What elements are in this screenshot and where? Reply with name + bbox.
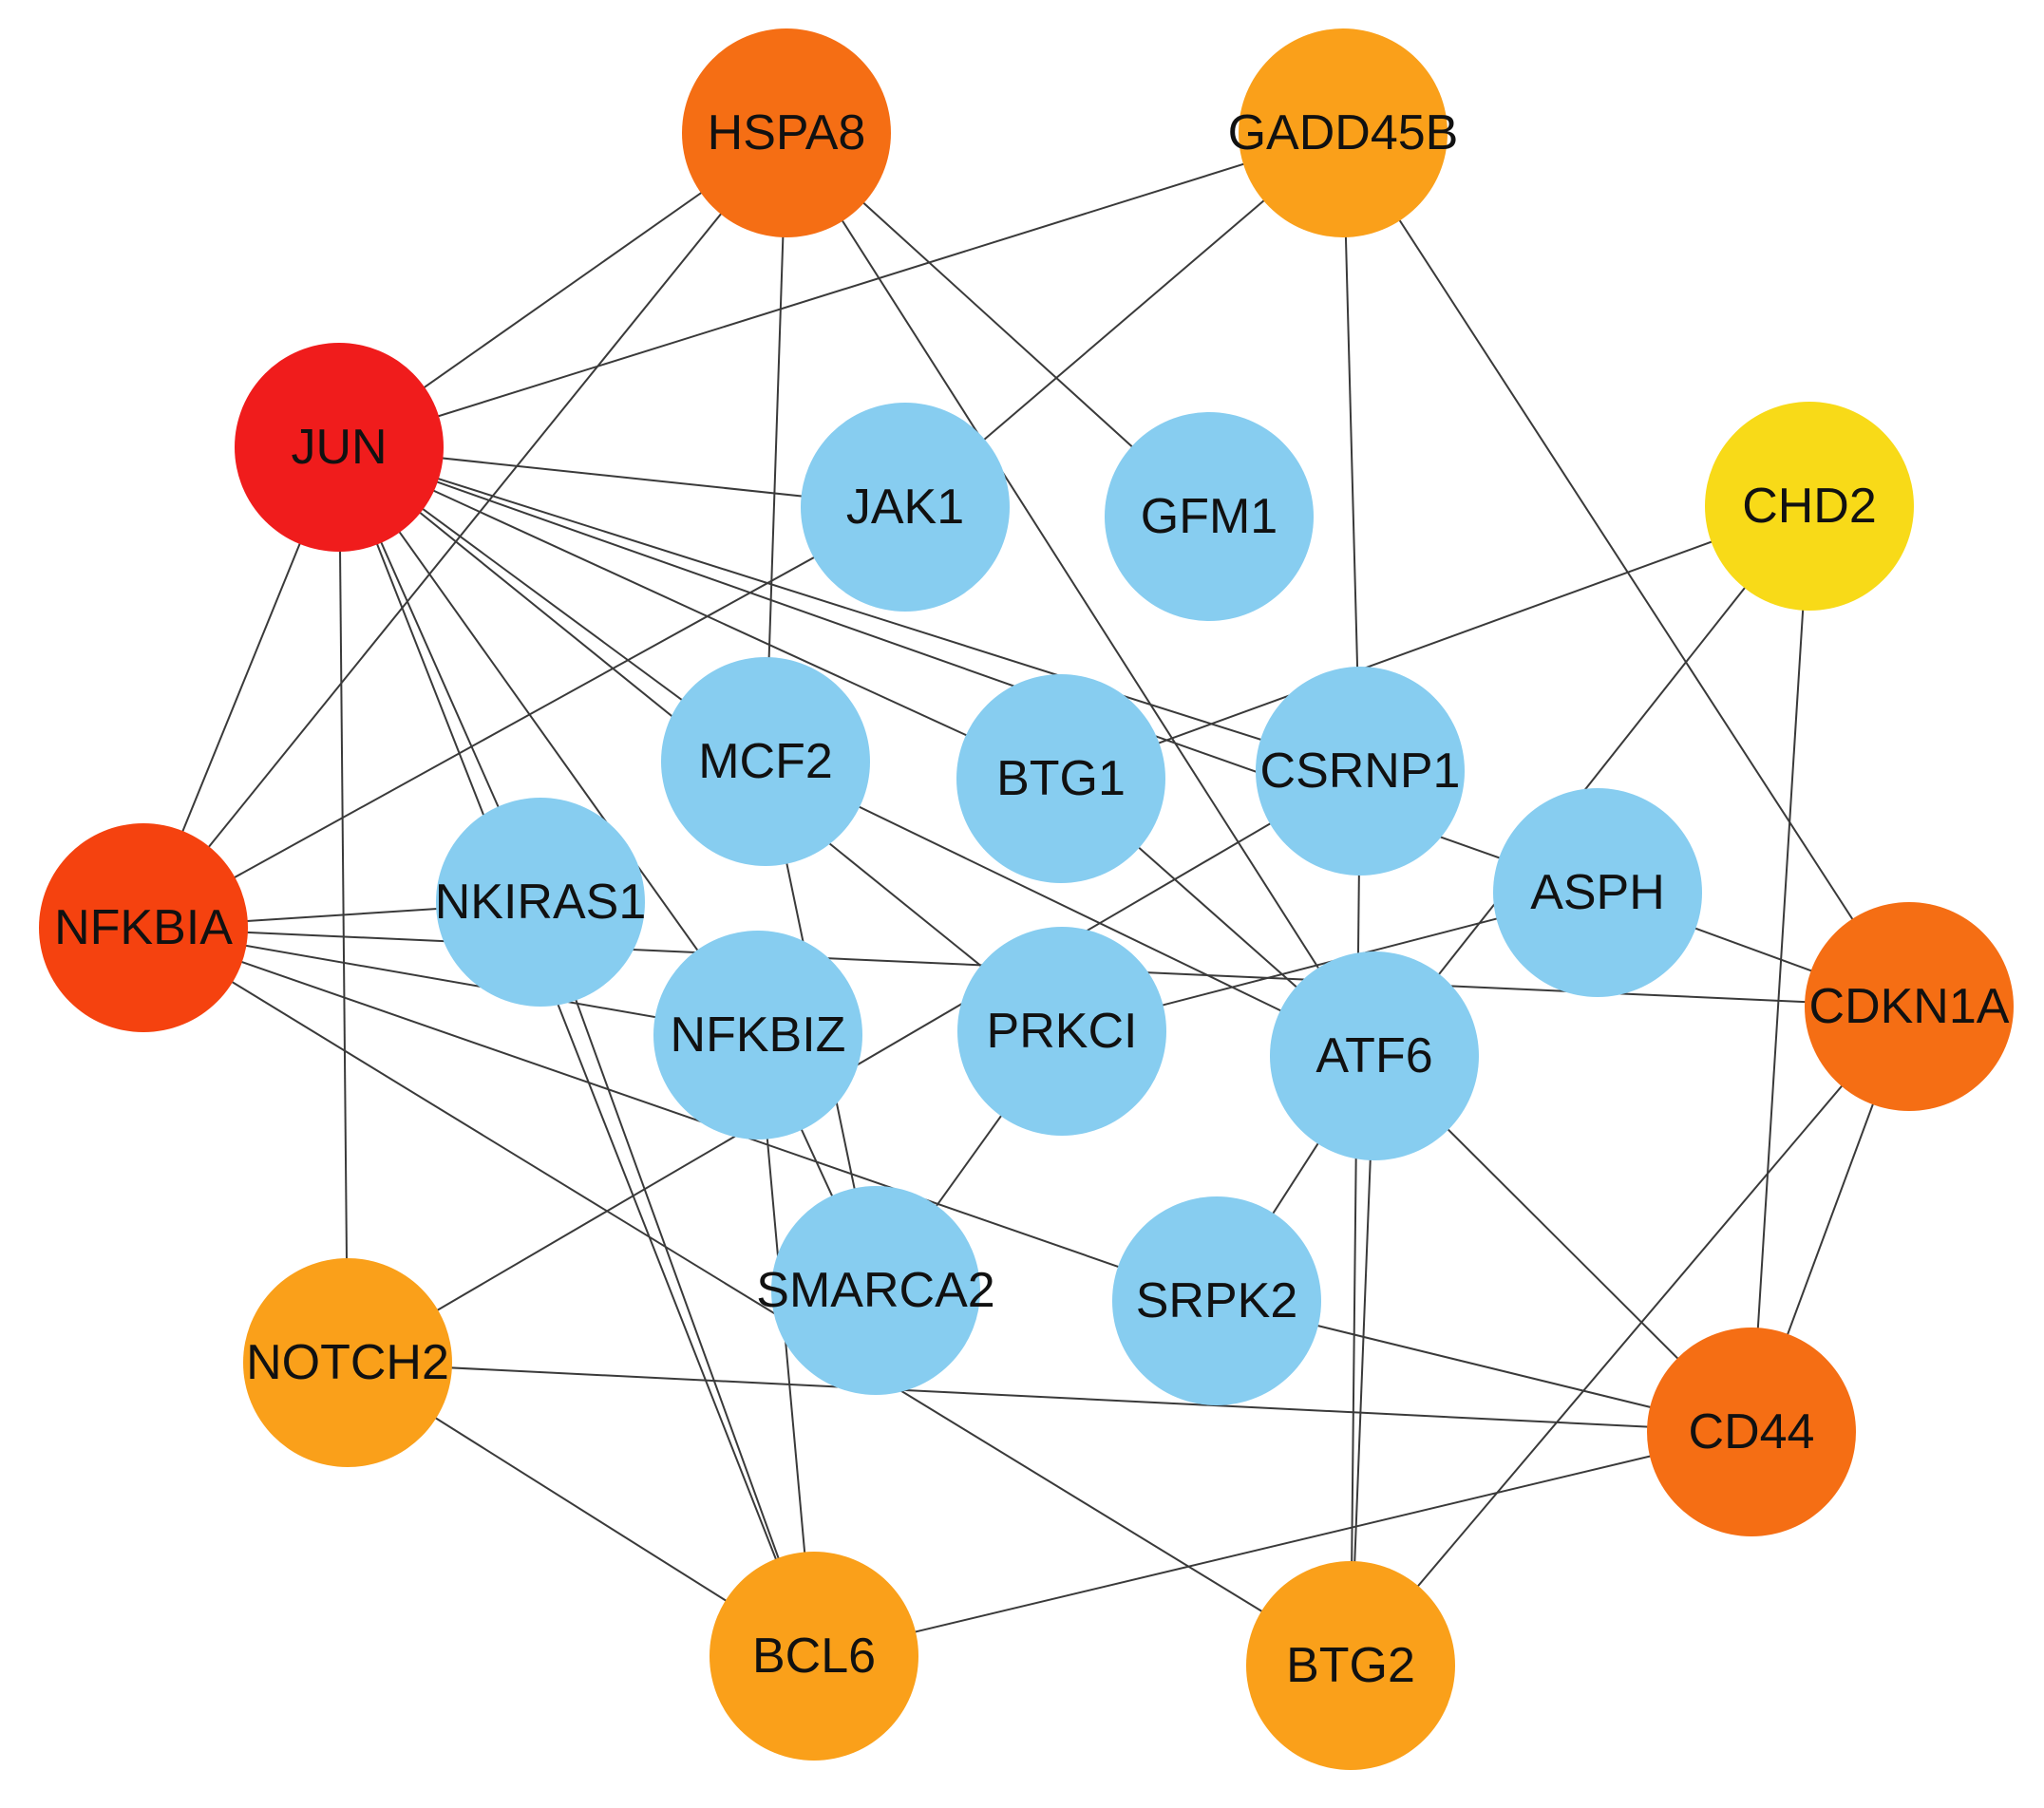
node-chd2: CHD2 xyxy=(1705,402,1914,611)
edge-jun-bcl6 xyxy=(338,446,815,1657)
edge-mcf2-atf6 xyxy=(765,761,1375,1057)
node-label-nkiras1: NKIRAS1 xyxy=(435,875,647,930)
node-label-nfkbiz: NFKBIZ xyxy=(671,1008,846,1063)
edge-hspa8-nfkbia xyxy=(142,132,787,929)
node-btg2: BTG2 xyxy=(1246,1561,1455,1770)
edge-gadd45b-cdkn1a xyxy=(1342,132,1910,1008)
node-circle-cd44 xyxy=(1647,1328,1856,1536)
node-cd44: CD44 xyxy=(1647,1328,1856,1536)
node-circle-srpk2 xyxy=(1112,1196,1321,1405)
node-circle-prkci xyxy=(957,927,1166,1136)
edge-jun-btg1 xyxy=(338,446,1062,780)
node-label-cd44: CD44 xyxy=(1689,1404,1815,1460)
node-circle-btg1 xyxy=(956,674,1165,883)
edge-jun-gadd45b xyxy=(338,132,1344,448)
edge-cdkn1a-btg2 xyxy=(1350,1006,1910,1667)
edge-jun-notch2 xyxy=(338,446,349,1364)
edge-nfkbia-jak1 xyxy=(142,506,906,929)
edge-jun-csrnp1 xyxy=(338,446,1361,772)
node-csrnp1: CSRNP1 xyxy=(1256,667,1465,876)
node-circle-btg2 xyxy=(1246,1561,1455,1770)
node-srpk2: SRPK2 xyxy=(1112,1196,1321,1405)
node-prkci: PRKCI xyxy=(957,927,1166,1136)
node-circle-mcf2 xyxy=(661,657,870,866)
node-label-nfkbia: NFKBIA xyxy=(54,900,233,955)
node-circle-nfkbiz xyxy=(653,931,862,1139)
node-label-chd2: CHD2 xyxy=(1742,479,1877,534)
node-label-csrnp1: CSRNP1 xyxy=(1260,744,1461,799)
node-circle-bcl6 xyxy=(710,1552,918,1761)
node-nfkbia: NFKBIA xyxy=(39,823,248,1032)
node-circle-nkiras1 xyxy=(436,798,645,1007)
edge-hspa8-atf6 xyxy=(785,132,1375,1057)
node-asph: ASPH xyxy=(1493,788,1702,997)
node-cdkn1a: CDKN1A xyxy=(1805,902,2014,1111)
node-label-btg1: BTG1 xyxy=(996,751,1126,806)
node-label-gfm1: GFM1 xyxy=(1141,489,1278,544)
node-mcf2: MCF2 xyxy=(661,657,870,866)
node-label-srpk2: SRPK2 xyxy=(1136,1273,1298,1328)
node-circle-smarca2 xyxy=(771,1186,980,1395)
node-nfkbiz: NFKBIZ xyxy=(653,931,862,1139)
node-label-asph: ASPH xyxy=(1530,865,1665,920)
node-nkiras1: NKIRAS1 xyxy=(435,798,647,1007)
node-label-notch2: NOTCH2 xyxy=(246,1335,449,1390)
node-label-jak1: JAK1 xyxy=(846,480,964,535)
edge-nfkbia-srpk2 xyxy=(142,927,1218,1302)
node-circle-asph xyxy=(1493,788,1702,997)
edge-hspa8-mcf2 xyxy=(765,132,787,763)
node-smarca2: SMARCA2 xyxy=(756,1186,995,1395)
node-label-jun: JUN xyxy=(291,420,387,475)
node-jak1: JAK1 xyxy=(801,403,1010,612)
node-gfm1: GFM1 xyxy=(1105,412,1314,621)
node-label-btg2: BTG2 xyxy=(1286,1638,1415,1693)
node-jun: JUN xyxy=(235,343,444,552)
node-label-prkci: PRKCI xyxy=(987,1004,1138,1059)
node-notch2: NOTCH2 xyxy=(243,1258,452,1467)
edge-nfkbia-btg2 xyxy=(142,927,1352,1667)
edge-chd2-btg1 xyxy=(1060,505,1810,780)
edge-btg2-csrnp1 xyxy=(1350,770,1361,1667)
node-circle-nfkbia xyxy=(39,823,248,1032)
node-label-bcl6: BCL6 xyxy=(752,1629,876,1684)
node-circle-jak1 xyxy=(801,403,1010,612)
edge-chd2-atf6 xyxy=(1373,505,1810,1057)
node-circle-gadd45b xyxy=(1239,28,1448,237)
node-label-hspa8: HSPA8 xyxy=(708,105,866,160)
node-label-smarca2: SMARCA2 xyxy=(756,1263,994,1318)
node-gadd45b: GADD45B xyxy=(1228,28,1459,237)
node-circle-cdkn1a xyxy=(1805,902,2014,1111)
node-circle-atf6 xyxy=(1270,951,1479,1160)
edge-bcl6-nkiras1 xyxy=(539,901,815,1657)
node-label-cdkn1a: CDKN1A xyxy=(1809,979,2010,1034)
node-circle-notch2 xyxy=(243,1258,452,1467)
node-hspa8: HSPA8 xyxy=(682,28,891,237)
node-atf6: ATF6 xyxy=(1270,951,1479,1160)
edge-cd44-notch2 xyxy=(347,1362,1752,1433)
node-circle-hspa8 xyxy=(682,28,891,237)
edge-chd2-cd44 xyxy=(1751,505,1810,1433)
node-circle-gfm1 xyxy=(1105,412,1314,621)
node-btg1: BTG1 xyxy=(956,674,1165,883)
node-circle-csrnp1 xyxy=(1256,667,1465,876)
node-bcl6: BCL6 xyxy=(710,1552,918,1761)
edge-cd44-bcl6 xyxy=(813,1431,1752,1657)
node-label-gadd45b: GADD45B xyxy=(1228,105,1459,160)
edge-gadd45b-csrnp1 xyxy=(1342,132,1361,772)
edge-jun-nfkbiz xyxy=(338,446,759,1036)
node-circle-chd2 xyxy=(1705,402,1914,611)
node-circle-jun xyxy=(235,343,444,552)
node-label-mcf2: MCF2 xyxy=(698,734,833,789)
node-label-atf6: ATF6 xyxy=(1315,1028,1432,1083)
